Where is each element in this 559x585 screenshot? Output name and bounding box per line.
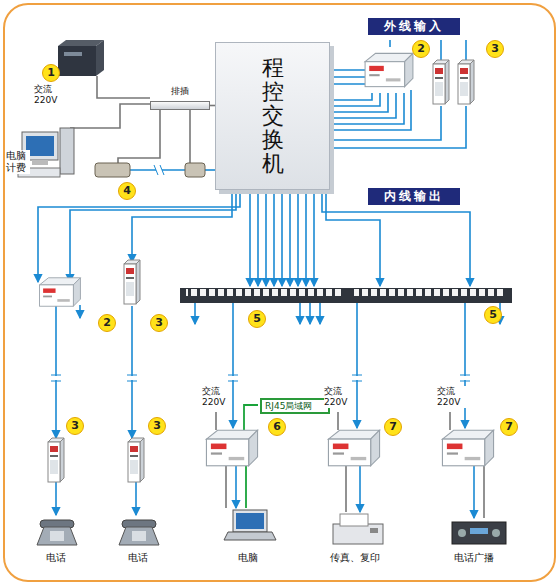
exchange-box: 程控交换机	[215, 42, 330, 190]
node-text: RJ45局域网	[265, 401, 312, 411]
callout-number: 3	[148, 417, 166, 435]
device-name: 电脑	[238, 552, 258, 564]
node-text: 排插	[150, 86, 210, 97]
note-label: 交流 220V	[324, 386, 354, 408]
banner: 内线输出	[368, 188, 460, 205]
lan-box: RJ45局域网	[260, 398, 330, 414]
callout-number: 3	[150, 314, 168, 332]
note-label: 交流 220V	[437, 386, 467, 408]
node-text: 内线输出	[384, 189, 444, 203]
device-name: 电话广播	[454, 552, 494, 564]
callout-number: 3	[66, 417, 84, 435]
callout-number: 4	[118, 182, 136, 200]
strip-body	[150, 101, 210, 110]
banner: 外线输入	[368, 18, 460, 35]
callout-number: 7	[500, 418, 518, 436]
callout-number: 6	[268, 418, 286, 436]
callout-number: 5	[484, 306, 502, 324]
callout-number: 5	[248, 310, 266, 328]
callout-number: 3	[486, 40, 504, 58]
node-text: 外线输入	[384, 19, 444, 33]
device-name: 电话	[46, 552, 66, 564]
note-label: 交流 220V	[34, 84, 64, 106]
node-text: 程控交换机	[262, 56, 284, 177]
note-label: 交流 220V	[202, 386, 232, 408]
note-label: 电脑 计费	[6, 150, 30, 174]
callout-number: 7	[384, 418, 402, 436]
callout-number: 2	[98, 314, 116, 332]
device-name: 传真、复印	[330, 552, 380, 564]
power-strip: 排插	[150, 86, 210, 110]
callout-number: 1	[42, 64, 60, 82]
device-name: 电话	[128, 552, 148, 564]
callout-number: 2	[412, 40, 430, 58]
